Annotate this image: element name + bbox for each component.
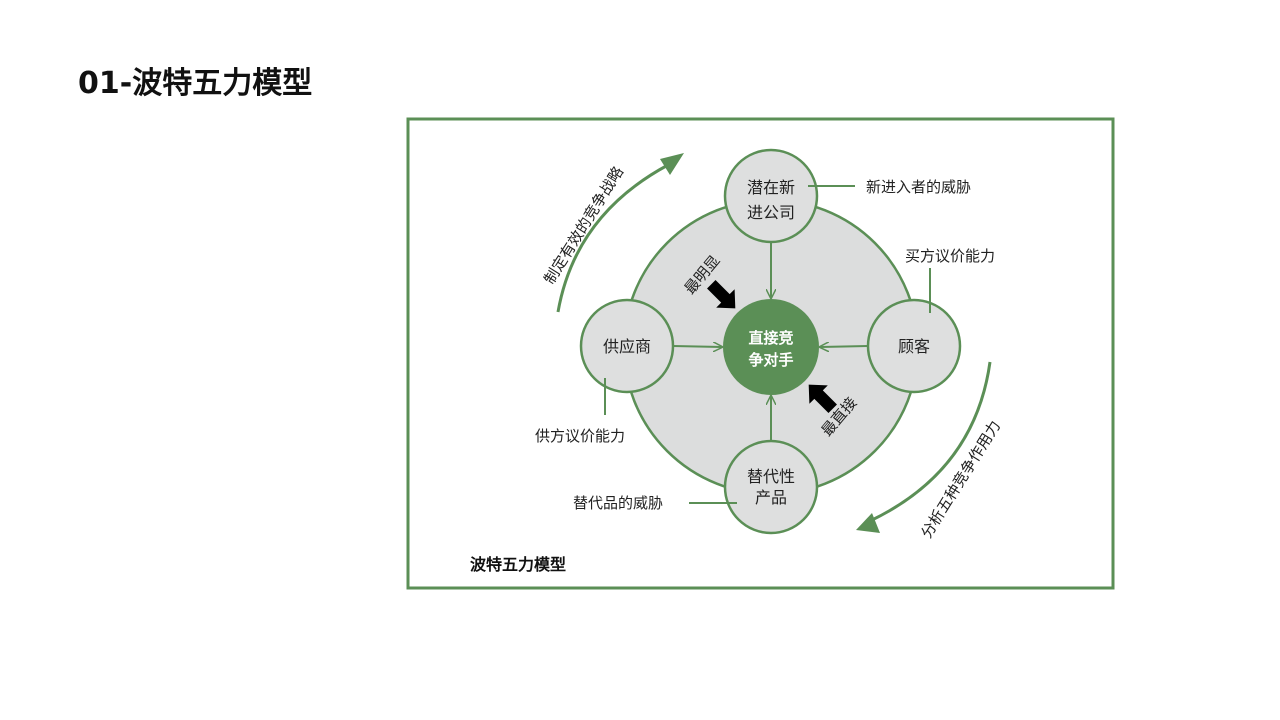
label-new-entrants: 新进入者的威胁	[866, 178, 971, 196]
curved-label-left: 制定有效的竞争战略	[540, 163, 627, 287]
label-substitutes: 替代品的威胁	[573, 494, 663, 512]
svg-text:争对手: 争对手	[748, 351, 793, 369]
curved-arrow-right	[871, 361, 992, 522]
arrow-left-to-center	[672, 346, 722, 347]
diagram-caption: 波特五力模型	[470, 555, 566, 574]
arrowhead-icon	[856, 513, 880, 533]
node-suppliers: 供应商	[579, 298, 675, 394]
svg-text:替代性: 替代性	[747, 467, 795, 486]
label-buyer-power: 买方议价能力	[905, 247, 995, 265]
curved-arrow-left	[556, 163, 669, 313]
arrow-right-to-center	[820, 346, 869, 347]
node-substitutes: 替代性 产品	[723, 439, 819, 535]
svg-text:进公司: 进公司	[747, 203, 795, 222]
node-customers: 顾客	[866, 298, 962, 394]
svg-text:直接竞: 直接竞	[748, 329, 793, 347]
arrowhead-icon	[660, 153, 684, 175]
svg-text:供应商: 供应商	[603, 337, 651, 356]
node-potential-entrants: 潜在新 进公司	[723, 148, 819, 244]
diagram-frame	[406, 117, 1115, 590]
node-direct-competitors: 直接竞 争对手	[723, 299, 819, 395]
black-arrow-icon	[707, 280, 736, 309]
page-title: 01-波特五力模型	[78, 66, 313, 101]
black-arrow-icon	[808, 384, 837, 413]
label-supplier-power: 供方议价能力	[535, 427, 625, 445]
svg-text:潜在新: 潜在新	[747, 178, 795, 197]
svg-text:顾客: 顾客	[898, 337, 930, 356]
svg-text:产品: 产品	[755, 488, 787, 507]
